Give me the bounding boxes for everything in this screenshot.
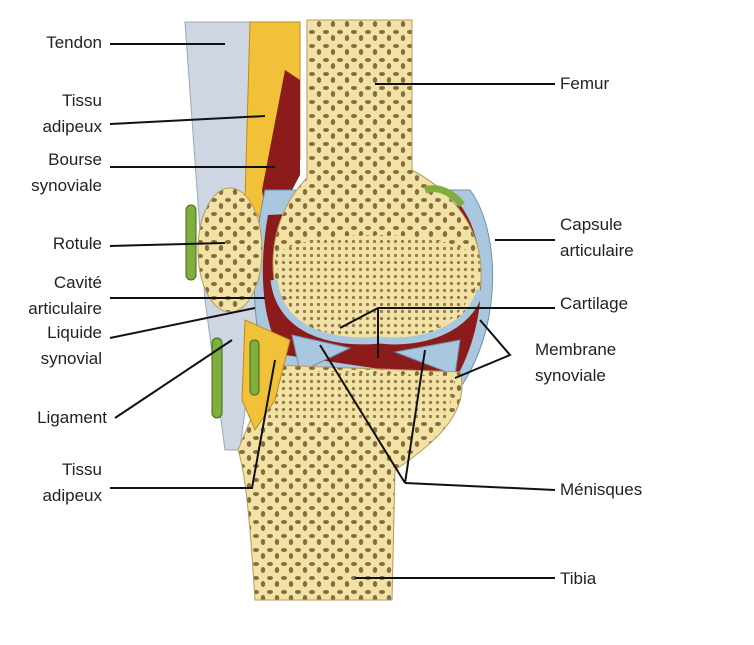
label-cartilage: Cartilage [560,294,629,313]
label-ligament: Ligament [37,408,107,427]
label-line: synovial [40,349,102,368]
label-line: articulaire [28,299,102,318]
label-line: Capsule [560,215,623,234]
femur-cartilage [270,279,484,345]
meniscus-right [393,339,461,376]
label-line: Cavité [53,273,102,292]
label-membrane-synoviale: Membrane synoviale [535,337,616,389]
label-rotule: Rotule [52,234,102,253]
label-tibia: Tibia [560,569,597,588]
label-cavite-articulaire: Cavité articulaire [0,270,102,322]
label-line: adipeux [42,117,102,136]
label-line: Tissu [62,460,102,479]
tibia-plateau [268,370,455,420]
label-tendon: Tendon [46,33,102,52]
ligament-1 [185,204,197,281]
label-tissu-adipeux-lower: Tissu adipeux [10,457,102,509]
label-line: Bourse [48,150,102,169]
label-line: Liquide [47,323,102,342]
label-menisques: Ménisques [560,480,643,499]
label-line: adipeux [42,486,102,505]
label-capsule-articulaire: Capsule articulaire [560,212,634,264]
ligament-4 [423,185,465,208]
patella-bone [197,187,263,313]
femur-condyle [276,235,480,339]
label-line: articulaire [560,241,634,260]
label-bourse-synoviale: Bourse synoviale [10,147,102,199]
meniscus-left [291,334,352,373]
leader-lines [109,43,556,579]
ligament-3 [249,339,260,396]
label-line: synoviale [31,176,102,195]
label-tissu-adipeux-upper: Tissu adipeux [10,88,102,140]
label-line: Membrane [535,340,617,359]
ligament-2 [211,337,223,419]
label-line: synoviale [535,366,606,385]
label-femur: Femur [560,74,610,93]
label-line: Tissu [62,91,102,110]
label-liquide-synovial: Liquide synovial [10,320,102,372]
